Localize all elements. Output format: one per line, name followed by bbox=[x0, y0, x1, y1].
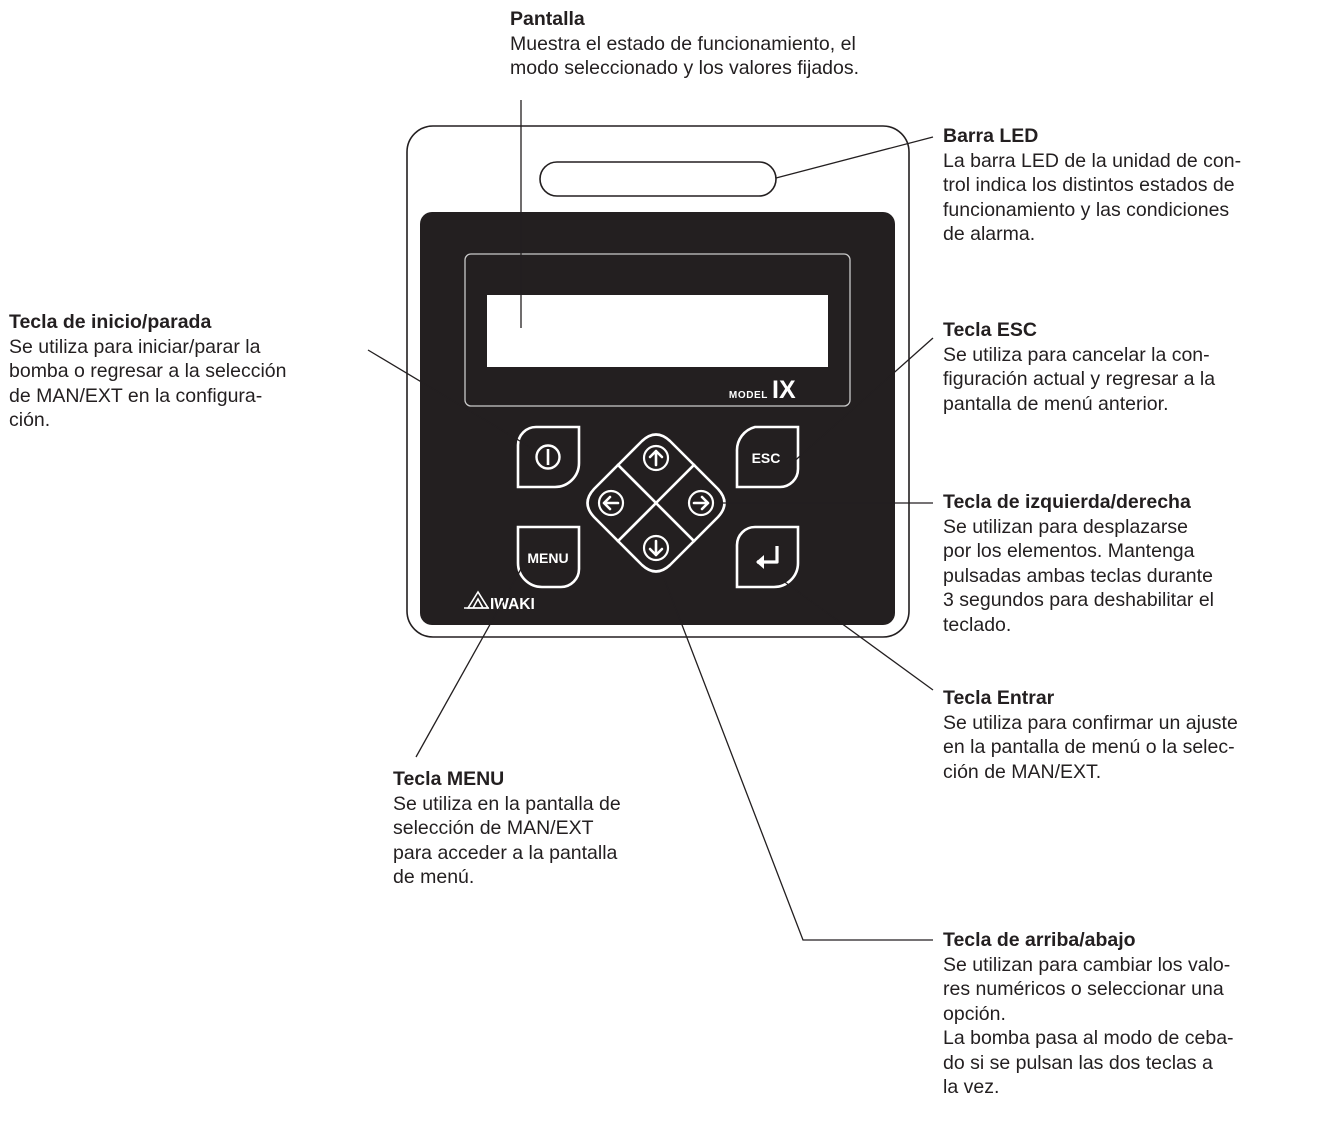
enter-return-icon bbox=[756, 546, 779, 569]
callout-title: Tecla de izquierda/derecha bbox=[943, 491, 1191, 513]
callout-title: Pantalla bbox=[510, 8, 585, 30]
leader-esc bbox=[789, 337, 934, 466]
iwaki-logo: IWAKI bbox=[464, 590, 535, 613]
leader-inicio-parada bbox=[367, 349, 536, 451]
callout-title: Tecla ESC bbox=[943, 319, 1037, 341]
leader-menu bbox=[415, 559, 527, 758]
callout-title: Tecla de arriba/abajo bbox=[943, 929, 1136, 951]
callout-title: Barra LED bbox=[943, 125, 1039, 147]
callout-esc: Tecla ESC Se utiliza para cancelar la co… bbox=[943, 318, 1215, 416]
callout-title: Tecla Entrar bbox=[943, 687, 1055, 709]
leader-arriba-abajo bbox=[663, 577, 933, 941]
callout-entrar: Tecla Entrar Se utiliza para confirmar u… bbox=[943, 686, 1238, 784]
enter-key[interactable] bbox=[735, 525, 800, 589]
leader-entrar bbox=[781, 579, 934, 691]
callout-description: Se utilizan para desplazarse por los ele… bbox=[943, 515, 1215, 636]
up-arrow-icon bbox=[642, 444, 670, 472]
callout-menu: Tecla MENU Se utiliza en la pantalla de … bbox=[393, 767, 621, 890]
esc-key[interactable]: ESC bbox=[735, 425, 800, 489]
lcd-screen bbox=[487, 295, 828, 367]
up-key[interactable] bbox=[616, 433, 696, 505]
callout-description: Se utiliza para confirmar un ajuste en l… bbox=[943, 711, 1238, 783]
left-key[interactable] bbox=[586, 463, 658, 543]
callout-description: Muestra el estado de funcionamiento, el … bbox=[510, 32, 860, 80]
callout-description: La barra LED de la unidad de con- trol i… bbox=[943, 149, 1242, 246]
callout-title: Tecla MENU bbox=[393, 768, 505, 790]
callout-description: Se utiliza para iniciar/parar la bomba o… bbox=[9, 335, 287, 432]
callout-description: Se utiliza en la pantalla de selección d… bbox=[393, 792, 621, 889]
callout-barra-led: Barra LED La barra LED de la unidad de c… bbox=[943, 124, 1241, 247]
callout-description: Se utilizan para cambiar los valo- res n… bbox=[943, 953, 1234, 1099]
start-stop-key[interactable] bbox=[516, 425, 581, 489]
down-arrow-icon bbox=[642, 534, 670, 562]
power-icon bbox=[535, 444, 561, 470]
right-arrow-icon bbox=[687, 489, 715, 517]
brand-name: IWAKI bbox=[490, 596, 535, 613]
callout-arriba-abajo: Tecla de arriba/abajo Se utilizan para c… bbox=[943, 928, 1234, 1100]
display-bezel bbox=[464, 253, 851, 407]
leader-barra-led bbox=[775, 136, 934, 179]
callout-description: Se utiliza para cancelar la con- figurac… bbox=[943, 343, 1216, 415]
menu-key-label: MENU bbox=[527, 550, 568, 566]
callout-pantalla: Pantalla Muestra el estado de funcionami… bbox=[510, 7, 859, 81]
left-arrow-icon bbox=[597, 489, 625, 517]
model-name: IX bbox=[772, 376, 796, 404]
led-bar bbox=[539, 161, 777, 197]
model-prefix: MODEL bbox=[729, 390, 768, 401]
menu-key[interactable]: MENU bbox=[516, 525, 581, 589]
leader-lines bbox=[367, 100, 934, 941]
callout-title: Tecla de inicio/parada bbox=[9, 311, 212, 333]
down-key[interactable] bbox=[616, 501, 696, 573]
callout-inicio-parada: Tecla de inicio/parada Se utiliza para i… bbox=[9, 310, 287, 433]
esc-key-label: ESC bbox=[752, 450, 781, 466]
callout-izq-der: Tecla de izquierda/derecha Se utilizan p… bbox=[943, 490, 1214, 637]
